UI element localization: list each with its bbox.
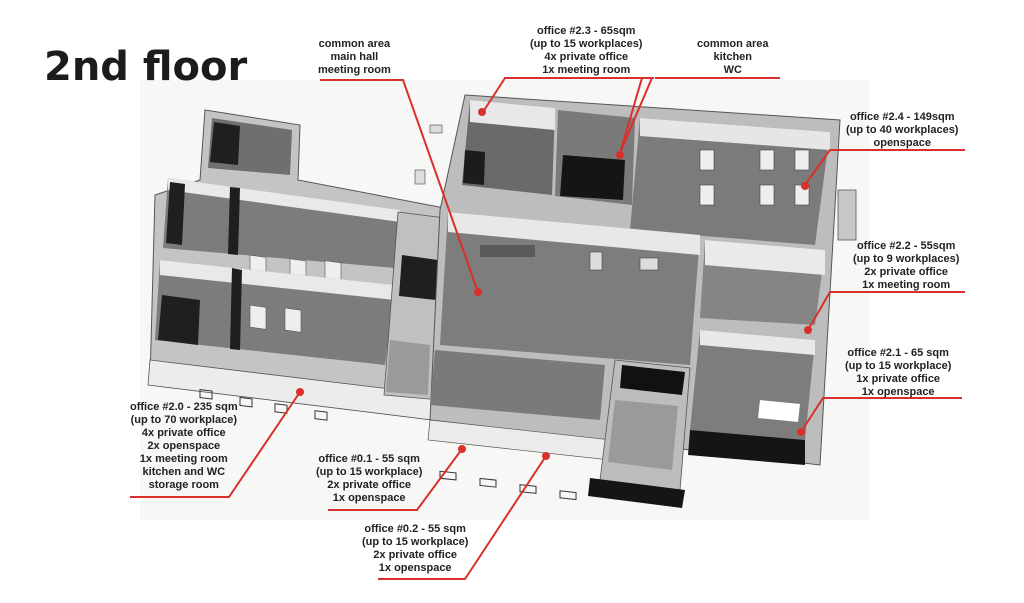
label-line: common area [318, 38, 391, 50]
room-office-upper [163, 178, 400, 268]
label-line: storage room [148, 479, 219, 491]
label-line: meeting room [318, 64, 391, 76]
label-line: WC [723, 64, 742, 76]
label-line: 4x private office [544, 51, 629, 63]
label-line: office #2.2 - 55sqm [856, 240, 956, 252]
label-line: 1x meeting room [542, 64, 631, 76]
label-line: (up to 15 workplace) [845, 360, 952, 372]
label-line: 2x private office [373, 549, 458, 561]
label-line: kitchen [713, 51, 753, 63]
label-line: (up to 15 workplace) [362, 536, 469, 548]
label-line: office #2.0 - 235 sqm [130, 401, 238, 413]
label-line: (up to 70 workplace) [130, 414, 237, 426]
label-line: 1x private office [856, 373, 941, 385]
label-line: 1x meeting room [139, 453, 228, 465]
label-line: main hall [330, 51, 379, 63]
label-line: (up to 40 workplaces) [846, 124, 959, 136]
label-line: 2x openspace [147, 440, 221, 452]
label-line: kitchen and WC [142, 466, 226, 478]
label-office-2-2: office #2.2 - 55sqm (up to 9 workplaces)… [853, 240, 959, 292]
label-line: office #0.2 - 55 sqm [364, 523, 466, 535]
label-line: office #2.1 - 65 sqm [847, 347, 949, 359]
label-office-0-1: office #0.1 - 55 sqm (up to 15 workplace… [316, 453, 422, 505]
label-line: common area [697, 38, 769, 50]
label-line: openspace [873, 137, 931, 149]
label-line: office #2.3 - 65sqm [537, 25, 636, 37]
label-office-2-4: office #2.4 - 149sqm (up to 40 workplace… [846, 111, 958, 150]
label-common-main-hall: common area main hall meeting room [318, 38, 391, 77]
rooms-office-0-1-0-2 [430, 350, 605, 420]
label-line: 4x private office [141, 427, 226, 439]
label-line: (up to 15 workplace) [316, 466, 423, 478]
room-office-2-4 [630, 118, 830, 245]
leader-lines [130, 77, 965, 580]
label-line: office #0.1 - 55 sqm [318, 453, 420, 465]
label-office-0-2: office #0.2 - 55 sqm (up to 15 workplace… [362, 523, 468, 575]
label-office-2-3: office #2.3 - 65sqm (up to 15 workplaces… [530, 25, 642, 77]
label-office-2-1: office #2.1 - 65 sqm (up to 15 workplace… [845, 347, 951, 399]
label-line: (up to 15 workplaces) [530, 38, 643, 50]
label-line: office #2.4 - 149sqm [849, 111, 955, 123]
label-line: 1x openspace [378, 562, 452, 574]
label-line: 1x openspace [332, 492, 406, 504]
label-common-kitchen: common area kitchen WC [697, 38, 769, 77]
label-line: 2x private office [864, 266, 949, 278]
label-line: 1x openspace [861, 386, 935, 398]
label-line: 2x private office [327, 479, 412, 491]
label-office-2-0: office #2.0 - 235 sqm (up to 70 workplac… [130, 401, 238, 492]
page-title: 2nd floor [44, 44, 248, 90]
label-line: (up to 9 workplaces) [853, 253, 960, 265]
label-line: 1x meeting room [862, 279, 951, 291]
location-dots [296, 108, 812, 460]
